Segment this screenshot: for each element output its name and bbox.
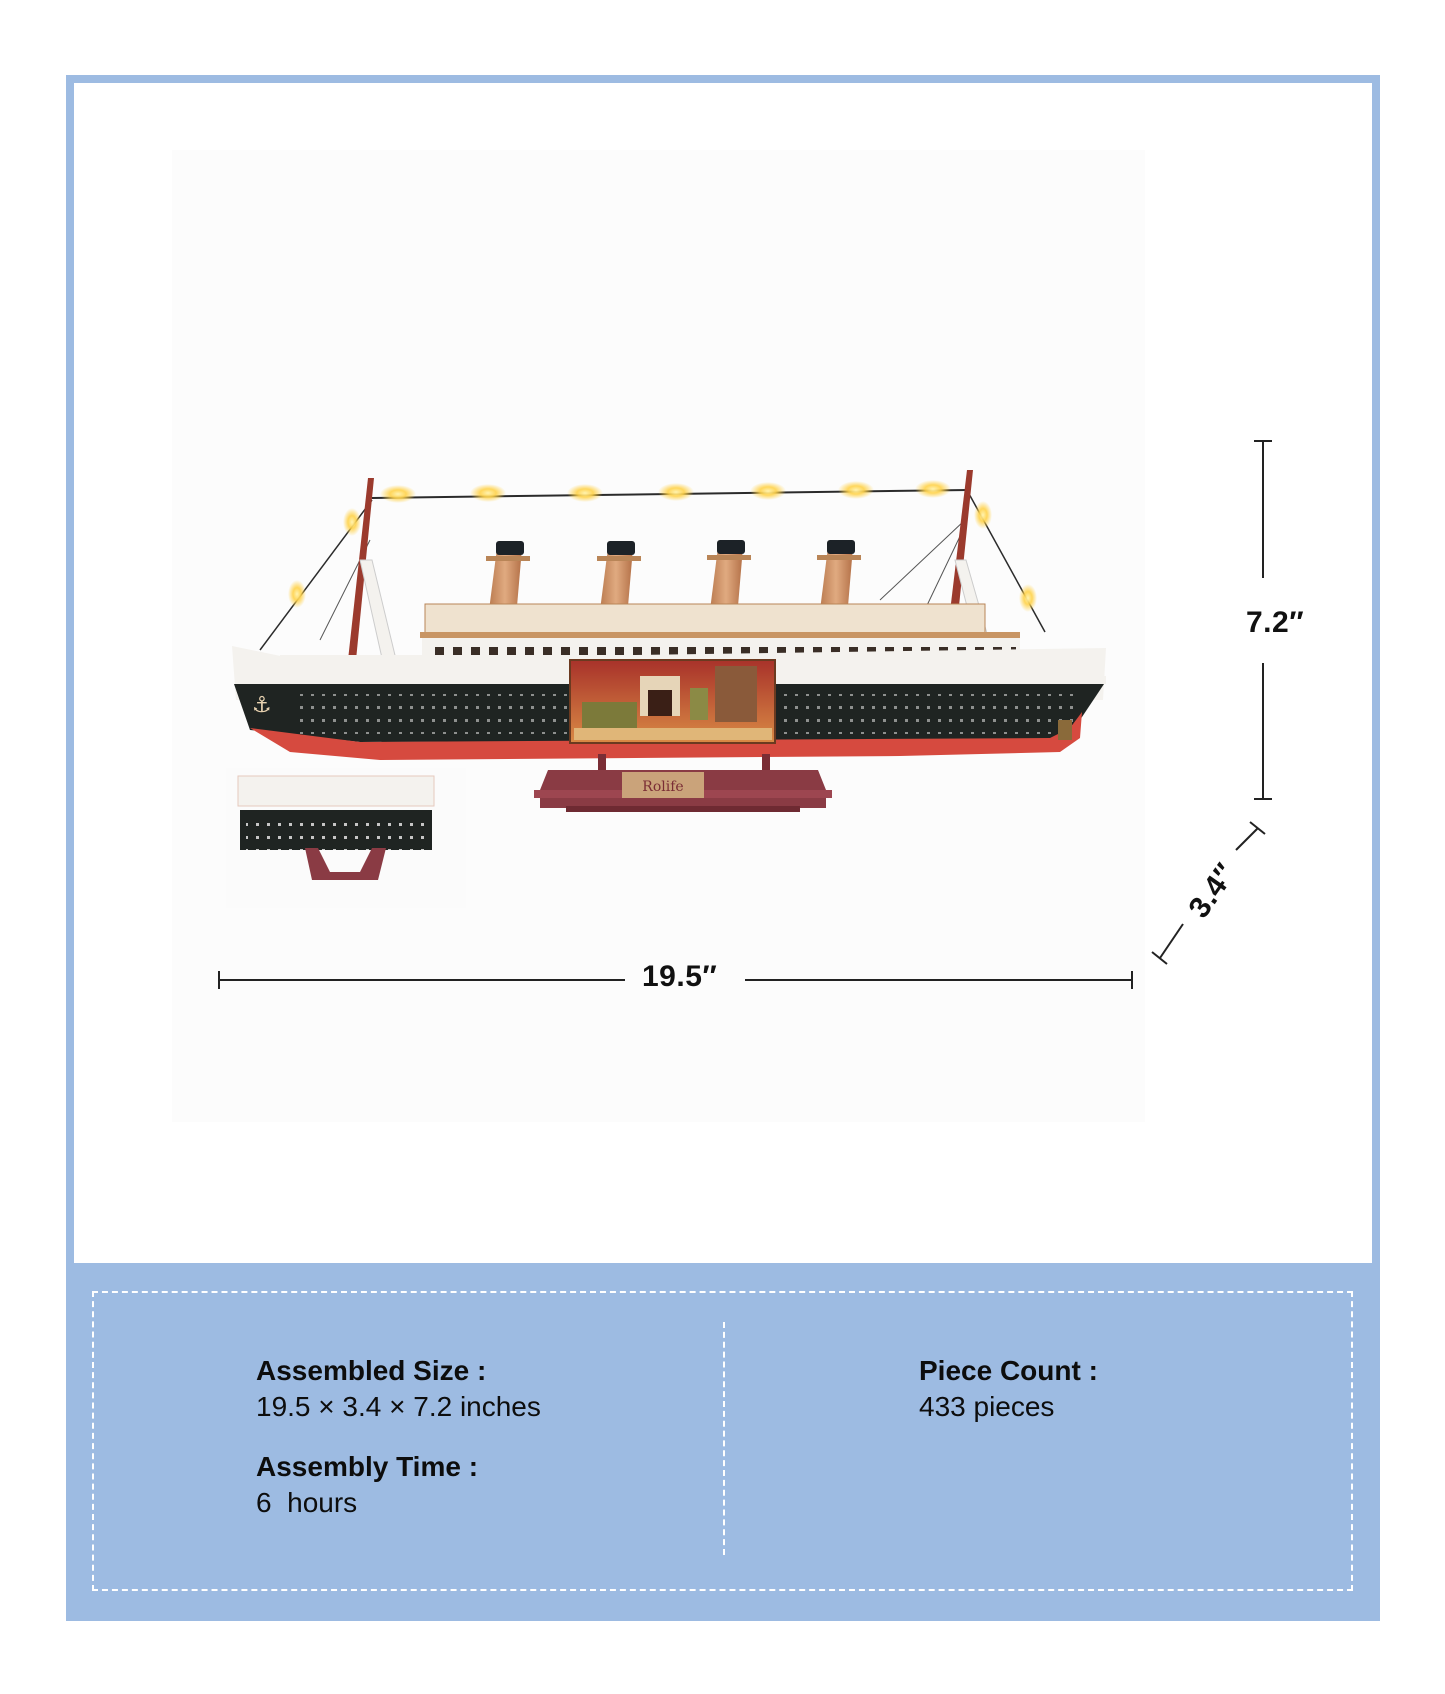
svg-text:Rolife: Rolife — [642, 779, 683, 795]
brand-plaque — [622, 772, 704, 798]
display-stand: Rolife — [534, 754, 832, 812]
width-dimension-label: 19.5″ — [636, 962, 724, 992]
spec-value: 6 hours — [256, 1487, 358, 1518]
specs-divider — [723, 1322, 725, 1555]
spec-value: 19.5 × 3.4 × 7.2 inches — [256, 1391, 541, 1422]
spec-assembled-size: Assembled Size : 19.5 × 3.4 × 7.2 inches — [256, 1353, 541, 1425]
specs-panel: Assembled Size : 19.5 × 3.4 × 7.2 inches… — [66, 1263, 1380, 1621]
funnels — [486, 540, 861, 618]
dimension-lines — [218, 440, 1272, 989]
inset-stand-detail — [226, 768, 466, 908]
height-dimension-label: 7.2″ — [1240, 608, 1311, 638]
cutaway-room — [569, 659, 776, 744]
spec-value: 433 pieces — [919, 1391, 1055, 1422]
spec-label: Assembled Size : — [256, 1355, 487, 1386]
svg-text:⚓: ⚓ — [252, 693, 272, 718]
spec-label: Assembly Time : — [256, 1451, 479, 1482]
spec-label: Piece Count : — [919, 1355, 1098, 1386]
spec-assembly-time: Assembly Time : 6 hours — [256, 1449, 478, 1521]
specs-dashed-border — [92, 1291, 1353, 1591]
spec-piece-count: Piece Count : 433 pieces — [919, 1353, 1098, 1425]
